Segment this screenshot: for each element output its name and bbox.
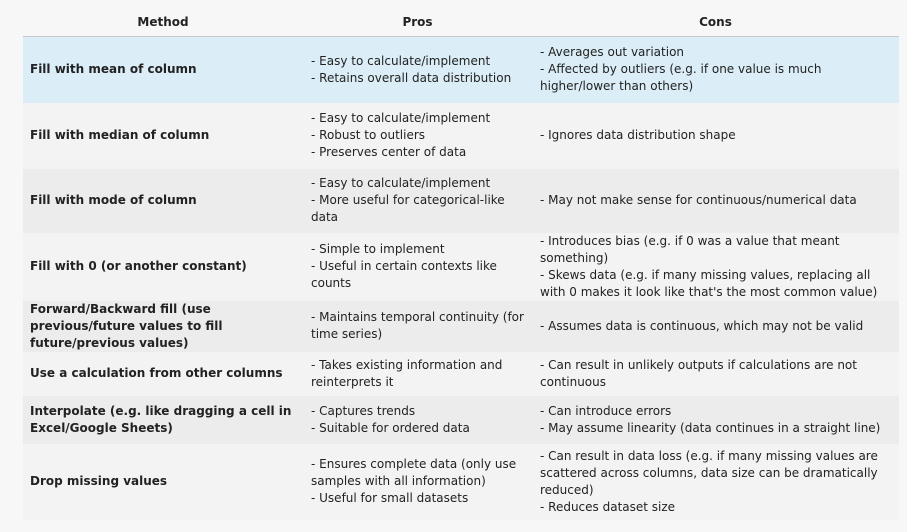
cons-cell: - Can result in unlikely outputs if calc… [532, 352, 899, 396]
pros-item: - Easy to calculate/implement [311, 176, 491, 190]
cons-cell: - May not make sense for continuous/nume… [532, 169, 899, 233]
header-pros: Pros [303, 8, 532, 37]
header-cons: Cons [532, 8, 899, 37]
pros-cell: - Maintains temporal continuity (for tim… [303, 301, 532, 352]
header-row: Method Pros Cons [23, 8, 899, 37]
method-cell: Fill with mode of column [30, 193, 197, 207]
cons-cell: - Introduces bias (e.g. if 0 was a value… [532, 233, 899, 301]
header-method: Method [23, 8, 303, 37]
table-row: Drop missing values - Ensures complete da… [23, 443, 899, 520]
method-cell: Fill with median of column [30, 128, 210, 142]
pros-item: - Retains overall data distribution [311, 70, 512, 85]
pros-cell: - Simple to implement - Useful in certain… [303, 233, 532, 301]
cons-item: - Can result in unlikely outputs if calc… [540, 357, 857, 389]
cons-item: - Reduces dataset size [540, 499, 676, 514]
pros-cell: - Easy to calculate/implement - More usef… [303, 169, 532, 233]
table-row: Fill with mode of column - Easy to calcul… [23, 168, 899, 233]
cons-item: - Can introduce errors [540, 403, 672, 418]
method-cell: Interpolate (e.g. like dragging a cell i… [30, 403, 292, 435]
pros-item: - Suitable for ordered data [311, 420, 470, 435]
cons-item: - Can result in data loss (e.g. if many … [540, 448, 878, 497]
cons-cell: - Ignores data distribution shape [532, 103, 899, 169]
cons-cell: - Can result in data loss (e.g. if many … [532, 444, 899, 520]
pros-item: - Simple to implement [311, 242, 445, 256]
pros-cell: - Captures trends - Suitable for ordered … [303, 396, 532, 444]
pros-item: - Preserves center of data [311, 145, 467, 159]
missing-values-methods-table: Method Pros Cons Fill with mean of colum… [23, 8, 899, 520]
method-cell: Drop missing values [30, 474, 168, 488]
table-row: Use a calculation from other columns - Ta… [23, 351, 899, 396]
table-row: Fill with median of column - Easy to calc… [23, 102, 899, 169]
table-body: Fill with mean of column - Easy to calcul… [23, 36, 899, 520]
pros-item: - Maintains temporal continuity (for tim… [311, 310, 524, 341]
pros-item: - Easy to calculate/implement [311, 111, 491, 125]
pros-item: - More useful for categorical-like data [311, 193, 505, 224]
pros-item: - Easy to calculate/implement [311, 53, 491, 68]
cons-item: - Introduces bias (e.g. if 0 was a value… [540, 233, 840, 265]
cons-item: - Affected by outliers (e.g. if one valu… [540, 62, 822, 94]
method-cell: Forward/Backward fill (use previous/futu… [30, 301, 223, 350]
method-cell: Fill with 0 (or another constant) [30, 259, 247, 273]
pros-cell: - Ensures complete data (only use sample… [303, 444, 532, 520]
table-header: Method Pros Cons [23, 8, 899, 37]
pros-item: - Useful for small datasets [311, 491, 469, 505]
pros-item: - Robust to outliers [311, 128, 426, 142]
cons-item: - May assume linearity (data continues i… [540, 420, 881, 435]
method-cell: Fill with mean of column [30, 62, 197, 77]
pros-item: - Ensures complete data (only use sample… [311, 457, 517, 488]
pros-item: - Useful in certain contexts like counts [311, 259, 497, 290]
table-row: Interpolate (e.g. like dragging a cell i… [23, 395, 899, 444]
cons-cell: - Averages out variation - Affected by ou… [532, 37, 899, 103]
table-row: Fill with mean of column - Easy to calcul… [23, 36, 899, 103]
cons-item: - Averages out variation [540, 45, 685, 60]
cons-item: - May not make sense for continuous/nume… [540, 193, 857, 207]
pros-item: - Takes existing information and reinter… [311, 357, 503, 389]
cons-item: - Ignores data distribution shape [540, 128, 736, 142]
table-row: Forward/Backward fill (use previous/futu… [23, 300, 899, 352]
pros-cell: - Takes existing information and reinter… [303, 352, 532, 396]
cons-item: - Assumes data is continuous, which may … [540, 318, 864, 333]
pros-cell: - Easy to calculate/implement - Retains o… [303, 37, 532, 103]
pros-cell: - Easy to calculate/implement - Robust to… [303, 103, 532, 169]
cons-item: - Skews data (e.g. if many missing value… [540, 267, 878, 299]
cons-cell: - Assumes data is continuous, which may … [532, 301, 899, 352]
table-row: Fill with 0 (or another constant) - Simpl… [23, 232, 899, 301]
method-cell: Use a calculation from other columns [30, 366, 283, 380]
pros-item: - Captures trends [311, 403, 416, 418]
cons-cell: - Can introduce errors - May assume linea… [532, 396, 899, 444]
